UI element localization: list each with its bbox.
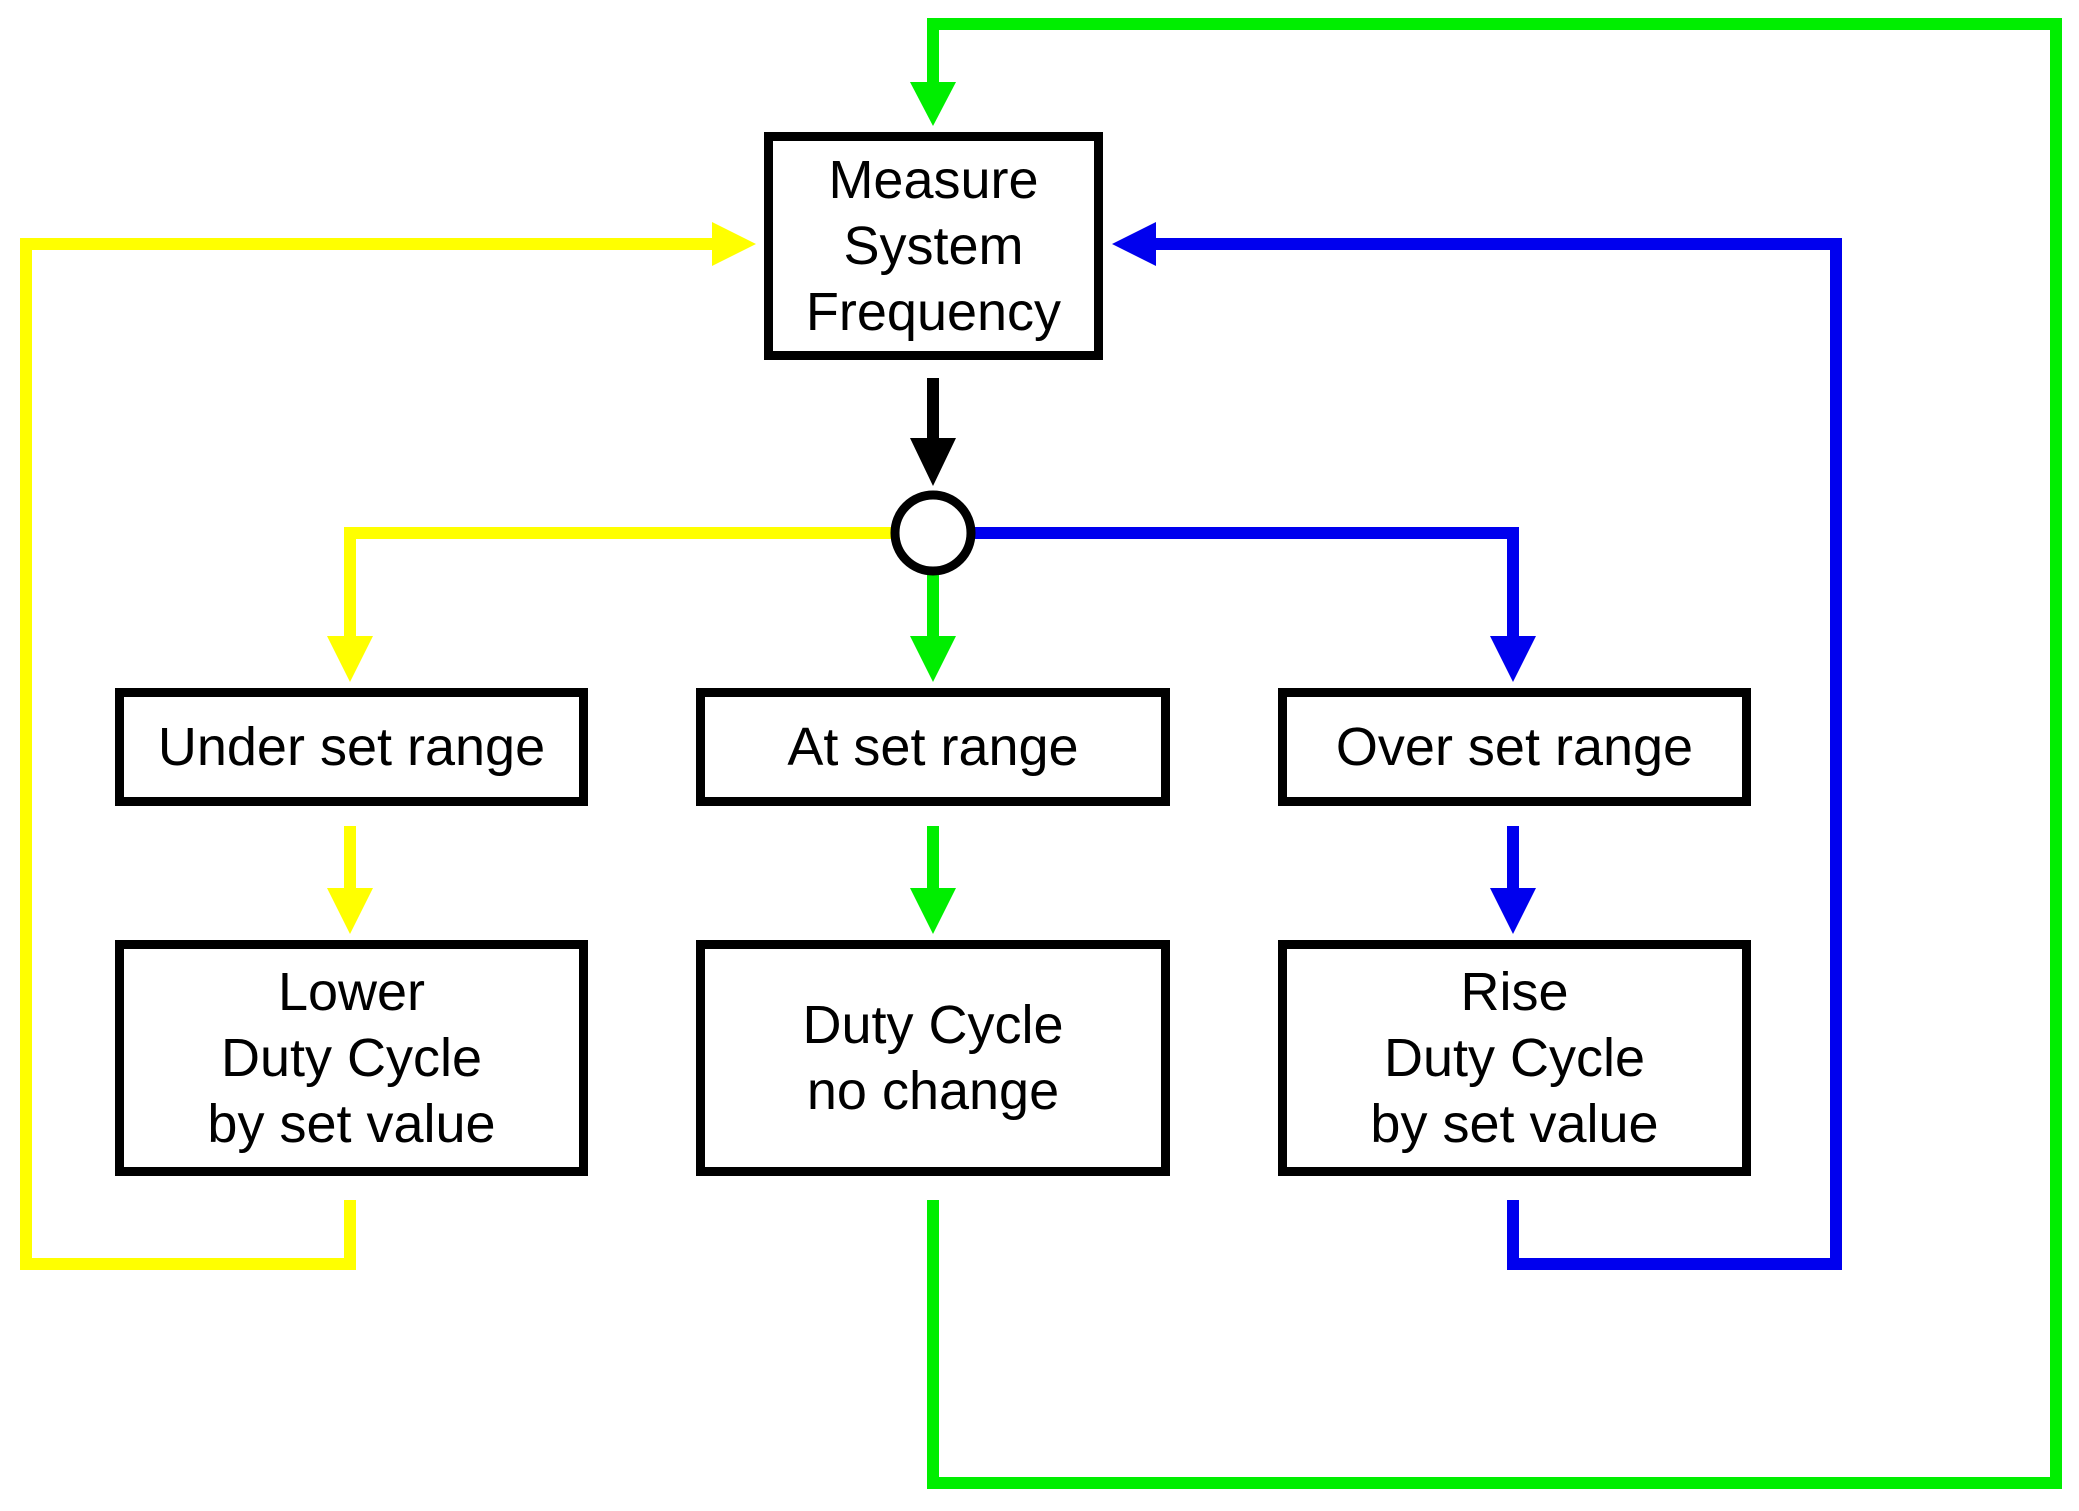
green-arrowhead-into-measure (910, 82, 956, 126)
over-set-range-box: Over set range (1278, 688, 1751, 806)
decision-node (890, 490, 976, 576)
green-arrowhead-into-nochange (910, 888, 956, 934)
yellow-arrowhead-into-lower (327, 888, 373, 934)
blue-branch-connector (973, 527, 1519, 640)
yellow-feedback-connector (20, 238, 718, 1270)
yellow-arrowhead-into-measure (712, 222, 756, 266)
blue-arrowhead-into-measure (1112, 222, 1156, 266)
yellow-arrowhead-into-under (327, 636, 373, 682)
blue-arrowhead-into-over (1490, 636, 1536, 682)
lower-duty-cycle-box: Lower Duty Cycle by set value (115, 940, 588, 1176)
green-arrowhead-into-at (910, 636, 956, 682)
blue-feedback-connector (1150, 238, 1842, 1270)
under-set-range-box: Under set range (115, 688, 588, 806)
duty-cycle-no-change-box: Duty Cycle no change (696, 940, 1170, 1176)
yellow-branch-connector (344, 527, 893, 640)
rise-duty-cycle-box: Rise Duty Cycle by set value (1278, 940, 1751, 1176)
measure-frequency-box: Measure System Frequency (764, 132, 1103, 360)
at-set-range-box: At set range (696, 688, 1170, 806)
green-feedback-connector (927, 18, 2062, 1489)
blue-arrowhead-into-rise (1490, 888, 1536, 934)
black-arrowhead-into-decision (910, 438, 956, 486)
